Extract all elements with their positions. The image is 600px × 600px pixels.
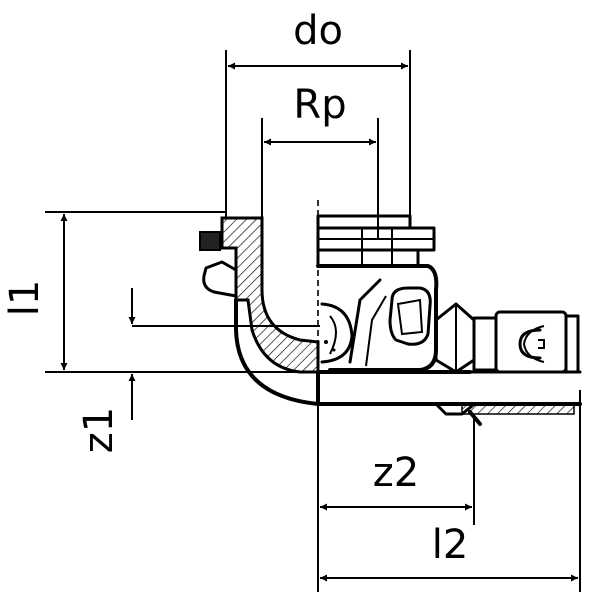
extension-lines — [45, 50, 581, 592]
press-sleeve — [430, 302, 582, 426]
seal-block — [199, 231, 221, 251]
label-do: do — [293, 8, 343, 54]
top-flange — [316, 214, 436, 268]
label-l2: l2 — [432, 522, 469, 568]
dimension-lines — [60, 62, 578, 582]
label-l1: l1 — [2, 280, 48, 317]
outlet-body — [316, 264, 439, 372]
label-rp: Rp — [293, 82, 346, 128]
dimension-labels: do Rp l1 z1 z2 l2 — [2, 8, 468, 568]
body-section-hatch — [220, 216, 320, 374]
label-z2: z2 — [373, 450, 419, 496]
label-z1: z1 — [76, 407, 122, 453]
